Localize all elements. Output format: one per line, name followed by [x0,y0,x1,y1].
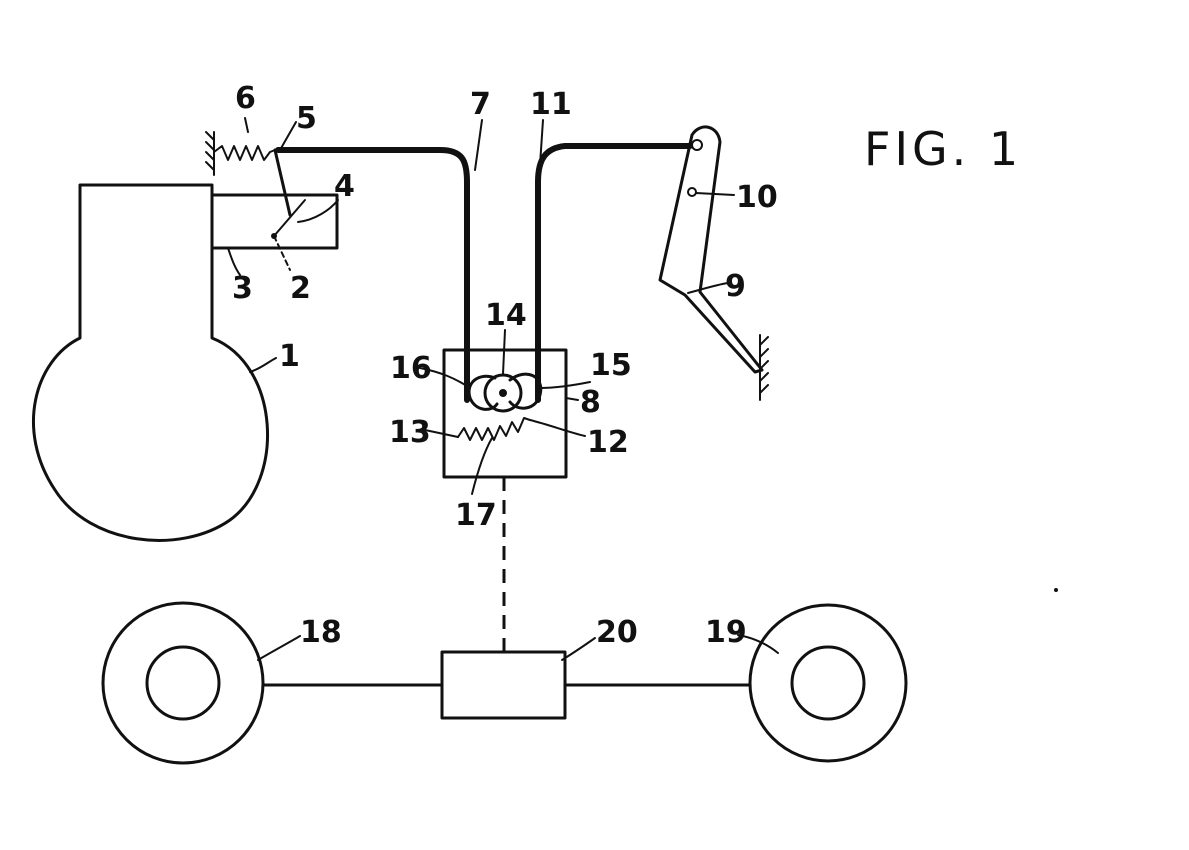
lead-18 [258,636,300,660]
spring-12 [458,418,530,440]
label-3: 3 [232,271,253,306]
label-20: 20 [596,615,638,650]
ground-left [206,132,214,175]
label-13: 13 [389,415,431,450]
throttle-valve [274,200,305,236]
label-4: 4 [334,169,355,204]
figure-title: FIG. 1 [864,122,1022,176]
wheel-18-inner [147,647,219,719]
label-9: 9 [725,269,746,304]
label-8: 8 [580,385,601,420]
coupling-box [444,350,566,477]
spring-6-lead [245,118,248,132]
throttle-shaft-lead [274,236,290,270]
intake-pipe [212,195,337,248]
lead-14 [503,330,505,374]
label-5: 5 [296,101,317,136]
box-8-lead [566,398,578,400]
pedal-pivot [688,188,696,196]
cam-hub [499,389,507,397]
label-11: 11 [530,87,572,122]
return-spring [214,146,275,160]
wheel-19-inner [792,647,864,719]
pivot-lead [696,193,734,195]
label-7: 7 [470,87,491,122]
engine-body [33,185,267,540]
cable-7-lead [475,120,482,170]
lead-17 [472,438,492,494]
lead-1 [250,358,276,372]
label-6: 6 [235,81,256,116]
lead-12 [530,420,585,436]
lead-20 [562,638,595,660]
throttle-lever [275,150,290,215]
label-16: 16 [390,351,432,386]
pedal-lead [688,283,728,293]
pedal-cable-anchor [692,140,702,150]
label-19: 19 [705,615,747,650]
controller-20 [442,652,565,718]
accelerator-pedal [660,127,762,372]
label-1: 1 [279,339,300,374]
label-12: 12 [587,425,629,460]
wheel-19-outer [750,605,906,761]
label-14: 14 [485,298,527,333]
label-18: 18 [300,615,342,650]
label-15: 15 [590,348,632,383]
wheel-18-outer [103,603,263,763]
label-17: 17 [455,498,497,533]
cam-lobe-16 [469,376,497,409]
ground-right [760,335,768,400]
speck [1054,588,1058,592]
label-10: 10 [736,180,778,215]
throttle-valve-lead [298,200,338,222]
label-2: 2 [290,271,311,306]
lever-lead [280,122,296,150]
